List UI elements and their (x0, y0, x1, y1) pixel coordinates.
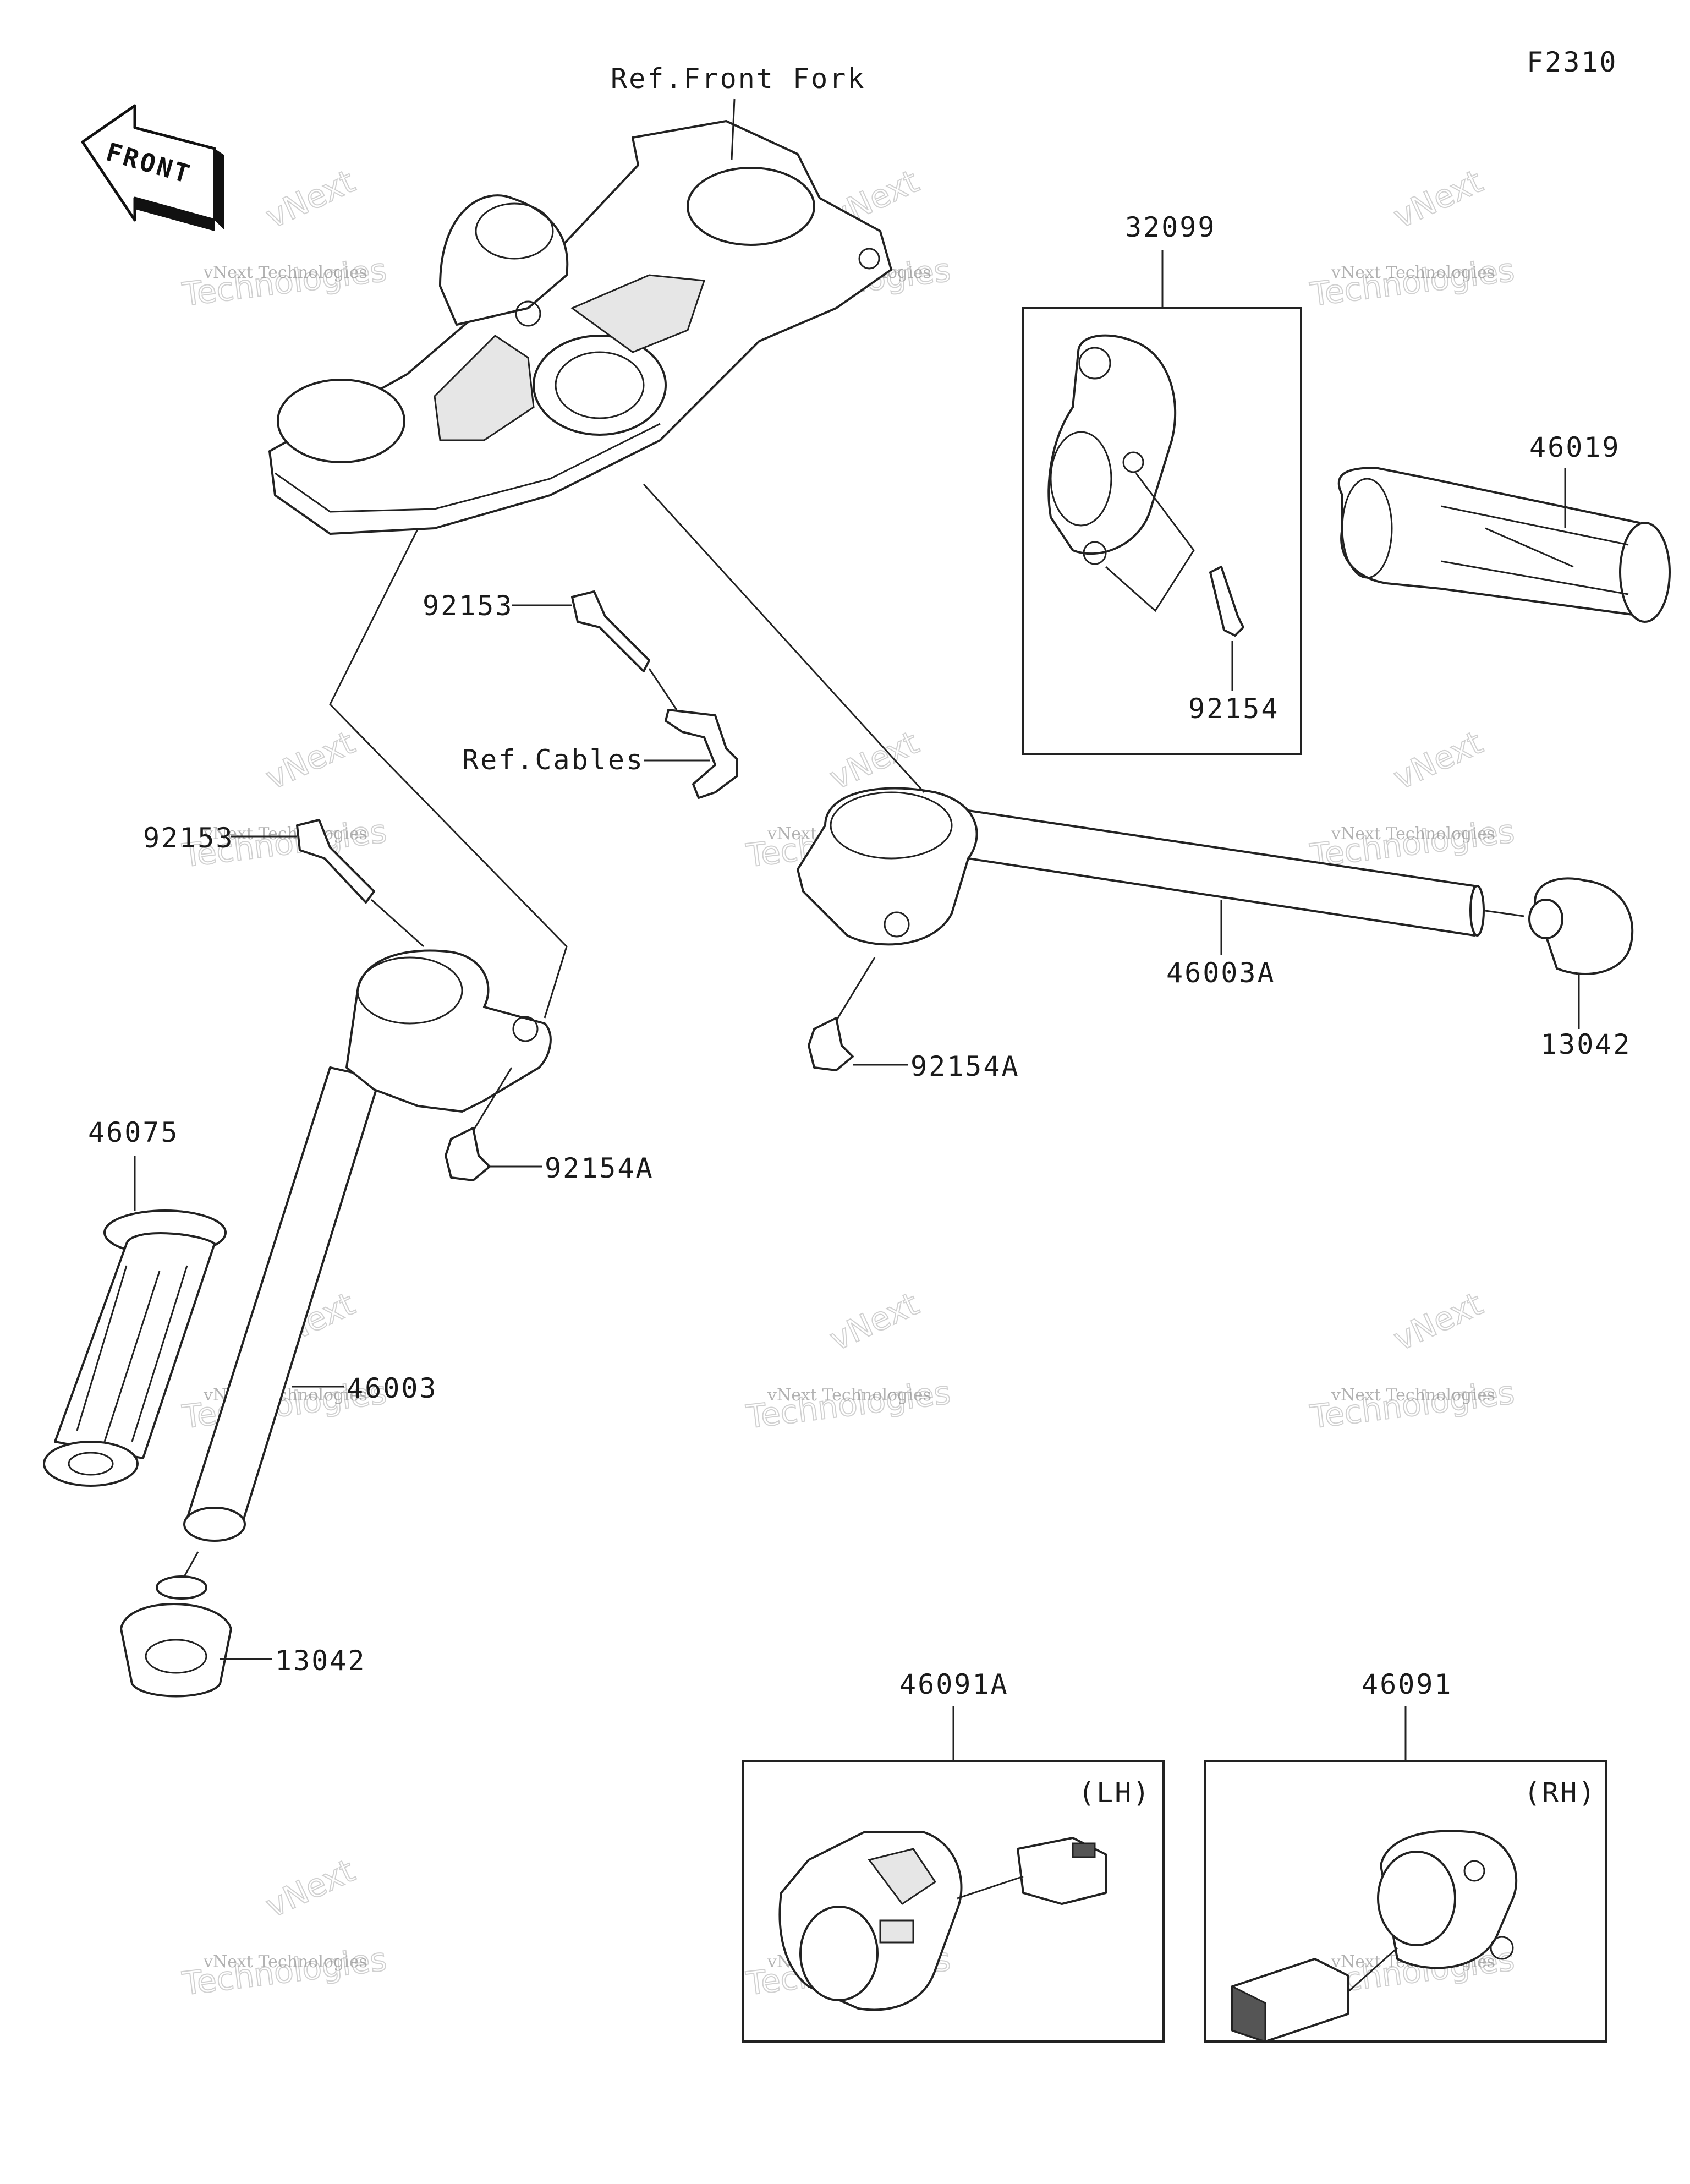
svg-text:vNext Technologies: vNext Technologies (203, 1952, 367, 1972)
right-switch-housing-46091 (1231, 1830, 1518, 2043)
ref-cables-label: Ref.Cables (462, 744, 644, 776)
left-switch-housing-46091a (778, 1831, 1107, 2011)
part-number-92154a-right: 92154A (910, 1050, 1020, 1082)
leader-line (1105, 473, 1195, 612)
part-number-46003a: 46003A (1166, 957, 1276, 989)
left-grip-46075 (43, 1209, 227, 1487)
bar-end-13042-right (1528, 877, 1634, 975)
svg-text:vNext Technologies: vNext Technologies (767, 1386, 931, 1405)
watermark: Technologies vNext vNext Technologies (1307, 723, 1517, 875)
leader-line (835, 957, 876, 1021)
svg-text:vNext: vNext (260, 162, 360, 236)
svg-text:vNext Technologies: vNext Technologies (203, 263, 367, 282)
watermark: Technologies vNext vNext Technologies (1307, 1284, 1517, 1436)
svg-text:vNext: vNext (824, 1285, 924, 1358)
part-number-92153-top: 92153 (422, 590, 514, 622)
bar-end-13042-left (120, 1575, 232, 1698)
part-number-46091: 46091 (1362, 1668, 1453, 1700)
part-number-46019: 46019 (1529, 431, 1621, 463)
leader-line (643, 483, 925, 793)
part-number-92154: 92154 (1188, 693, 1280, 725)
svg-text:vNext Technologies: vNext Technologies (1331, 824, 1495, 844)
leader-line (648, 668, 678, 710)
right-handlebar-assembly (797, 787, 1485, 946)
svg-text:vNext: vNext (1388, 724, 1488, 797)
left-handlebar-assembly (183, 949, 552, 1542)
part-number-92154a-left: 92154A (545, 1152, 654, 1184)
bolt-92153-top (571, 590, 650, 672)
leader-line (183, 1551, 199, 1577)
rh-label: (RH) (1524, 1777, 1596, 1809)
leader-line (472, 1067, 513, 1131)
throttle-housing-32099 (1047, 334, 1177, 565)
part-number-46003: 46003 (347, 1372, 438, 1404)
watermark: Technologies vNext vNext Technologies (1307, 162, 1517, 314)
screw-92154 (1209, 566, 1244, 637)
part-number-46075: 46075 (88, 1116, 179, 1148)
figure-code: F2310 (1527, 46, 1618, 78)
leader-line (731, 98, 736, 160)
svg-text:vNext: vNext (1388, 1285, 1488, 1358)
svg-text:vNext: vNext (824, 724, 924, 797)
part-number-46091a: 46091A (899, 1668, 1009, 1700)
part-number-13042-right: 13042 (1540, 1028, 1632, 1060)
svg-text:vNext: vNext (260, 724, 360, 797)
bolt-92153-left (296, 819, 375, 904)
svg-text:vNext Technologies: vNext Technologies (203, 824, 367, 844)
ref-front-fork-label: Ref.Front Fork (611, 63, 865, 95)
svg-text:vNext: vNext (1388, 162, 1488, 236)
part-number-13042-left: 13042 (275, 1645, 366, 1677)
upper-triple-clamp (268, 120, 892, 535)
front-direction-arrow-icon: FRONT (81, 104, 224, 231)
svg-text:vNext Technologies: vNext Technologies (1331, 1386, 1495, 1405)
bolt-92154a-left (445, 1127, 491, 1181)
leader-line (1485, 910, 1524, 917)
watermark: Technologies vNext vNext Technologies (743, 1284, 953, 1436)
svg-text:vNext Technologies: vNext Technologies (1331, 263, 1495, 282)
bolt-92154a-right (808, 1017, 854, 1071)
watermark: Technologies vNext vNext Technologies (179, 1851, 389, 2003)
cable-guide-bracket (665, 709, 738, 799)
part-number-32099: 32099 (1125, 211, 1216, 243)
lh-label: (LH) (1078, 1777, 1151, 1809)
right-grip-46019 (1337, 467, 1671, 623)
part-number-92153-left: 92153 (143, 822, 234, 854)
leader-line (370, 899, 425, 948)
leader-line (329, 528, 568, 1019)
svg-text:vNext: vNext (260, 1852, 360, 1925)
